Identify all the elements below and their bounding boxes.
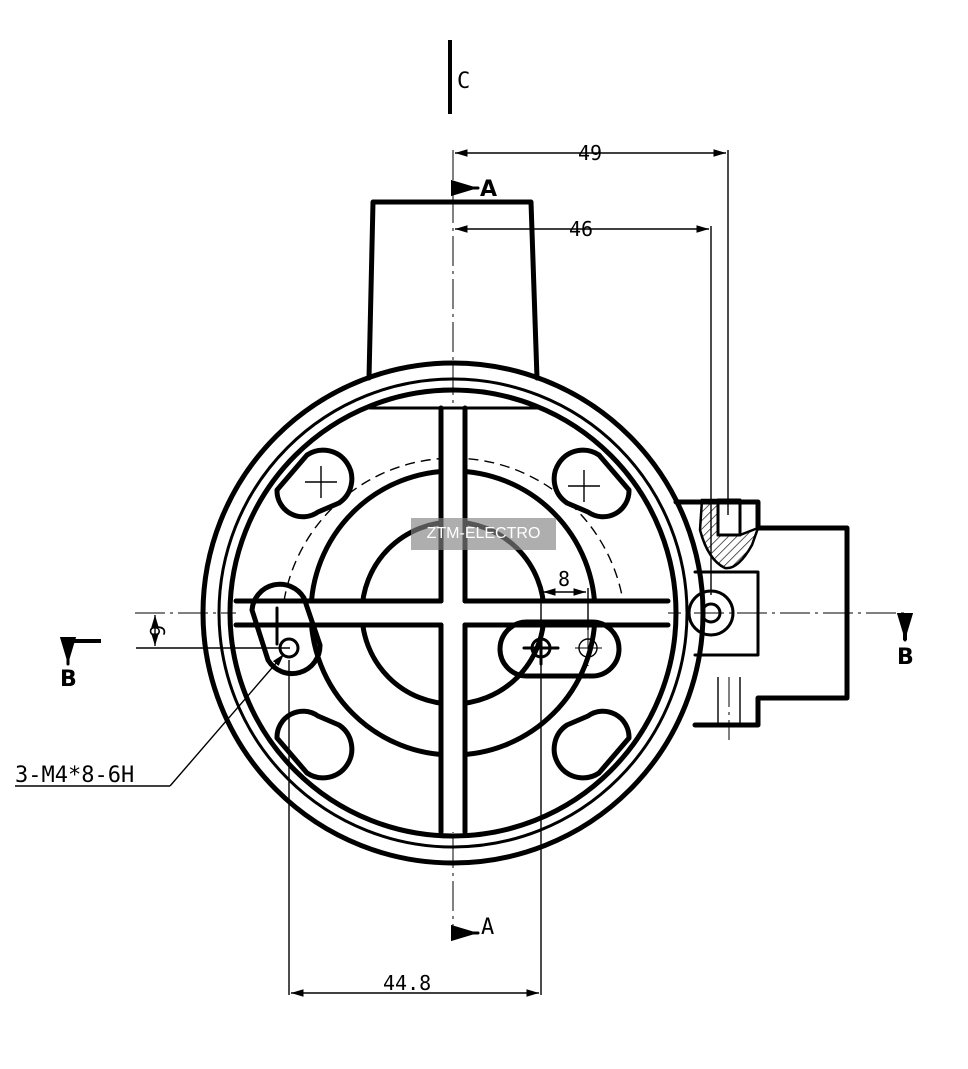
outer-housing-circle <box>200 360 706 866</box>
thread-callout-text: 3-M4*8-6H <box>15 763 134 788</box>
left-mounting-boss <box>249 581 323 677</box>
watermark-background <box>411 518 556 550</box>
lug-bottom-right <box>551 708 632 781</box>
section-a-top-label: A <box>480 177 497 202</box>
lug-crosshairs <box>305 466 600 502</box>
lug-bottom-left <box>274 708 355 781</box>
section-a-bottom-label: A <box>481 915 494 940</box>
inner-rim-circle <box>227 387 679 839</box>
callout-leader <box>15 653 285 787</box>
watermark-text: ZTM-ELECTRO <box>426 525 541 542</box>
dimension-6-text: 6 <box>145 625 169 637</box>
section-c-label: C <box>457 69 470 94</box>
dimension-46-text: 46 <box>569 217 593 241</box>
dimension-49-text: 49 <box>578 141 602 165</box>
right-side-boss <box>673 498 850 740</box>
lug-top-right <box>551 447 632 520</box>
dimension-8-text: 8 <box>558 567 570 591</box>
section-b-left-marker <box>59 637 101 666</box>
top-neck <box>366 199 540 381</box>
dimension-8 <box>540 588 589 995</box>
dimension-46 <box>455 225 712 595</box>
housing-wall-circle <box>217 377 689 849</box>
section-b-left-label: B <box>60 667 77 692</box>
mounting-slot <box>497 619 622 679</box>
lug-top-left <box>274 447 355 520</box>
dimension-44-8-text: 44.8 <box>383 971 431 995</box>
section-b-right-label: B <box>897 645 914 670</box>
dimension-44-8 <box>288 660 539 997</box>
dimension-49 <box>455 149 729 515</box>
dimension-6 <box>136 615 290 649</box>
